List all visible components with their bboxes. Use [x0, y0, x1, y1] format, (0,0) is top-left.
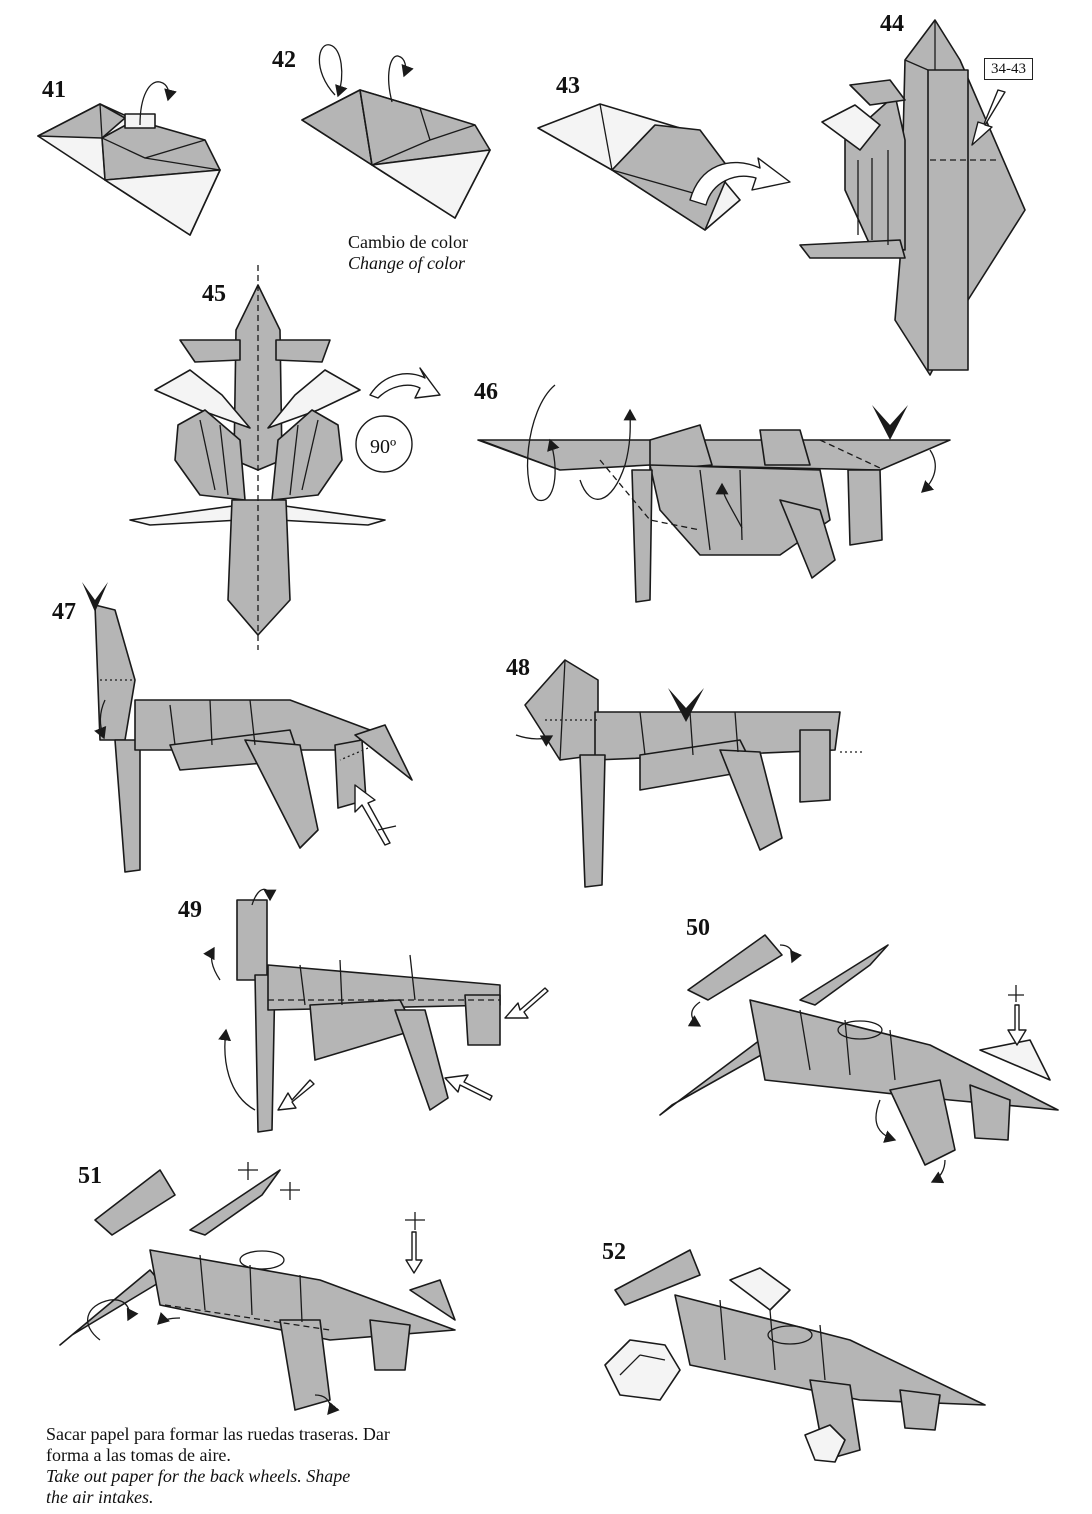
final-en-line-2: the air intakes.	[46, 1487, 154, 1507]
color-change-caption: Cambio de color Change of color	[348, 232, 468, 274]
final-es-line-2: forma a las tomas de aire.	[46, 1445, 231, 1465]
step-51-figure	[59, 1162, 456, 1415]
step-number-51: 51	[78, 1163, 102, 1189]
step-42-figure	[301, 44, 491, 219]
step-number-45: 45	[202, 281, 226, 307]
step-number-47: 47	[52, 599, 76, 625]
step-52-figure	[604, 1249, 986, 1463]
color-change-en: Change of color	[348, 253, 465, 273]
step-number-46: 46	[474, 379, 498, 405]
step-48-figure	[515, 659, 865, 888]
step-49-figure	[203, 888, 549, 1133]
step-number-49: 49	[178, 897, 202, 923]
final-instructions: Sacar papel para formar las ruedas trase…	[46, 1424, 486, 1508]
step-number-52: 52	[602, 1239, 626, 1265]
step-number-50: 50	[686, 915, 710, 941]
step-number-42: 42	[272, 47, 296, 73]
step-45-figure	[129, 265, 441, 650]
step-number-48: 48	[506, 655, 530, 681]
final-en-line-1: Take out paper for the back wheels. Shap…	[46, 1466, 351, 1486]
final-es-line-1: Sacar papel para formar las ruedas trase…	[46, 1424, 390, 1444]
step-number-43: 43	[556, 73, 580, 99]
repeat-steps-box: 34-43	[984, 58, 1033, 80]
step-50-figure	[659, 934, 1059, 1184]
rotation-label: 90º	[370, 436, 397, 458]
step-41-figure	[37, 81, 221, 236]
color-change-es: Cambio de color	[348, 232, 468, 252]
step-44-figure	[799, 19, 1026, 376]
step-43-figure	[537, 103, 791, 231]
step-number-41: 41	[42, 77, 66, 103]
step-number-44: 44	[880, 11, 904, 37]
step-47-figure	[82, 582, 413, 873]
step-46-figure	[477, 384, 951, 603]
